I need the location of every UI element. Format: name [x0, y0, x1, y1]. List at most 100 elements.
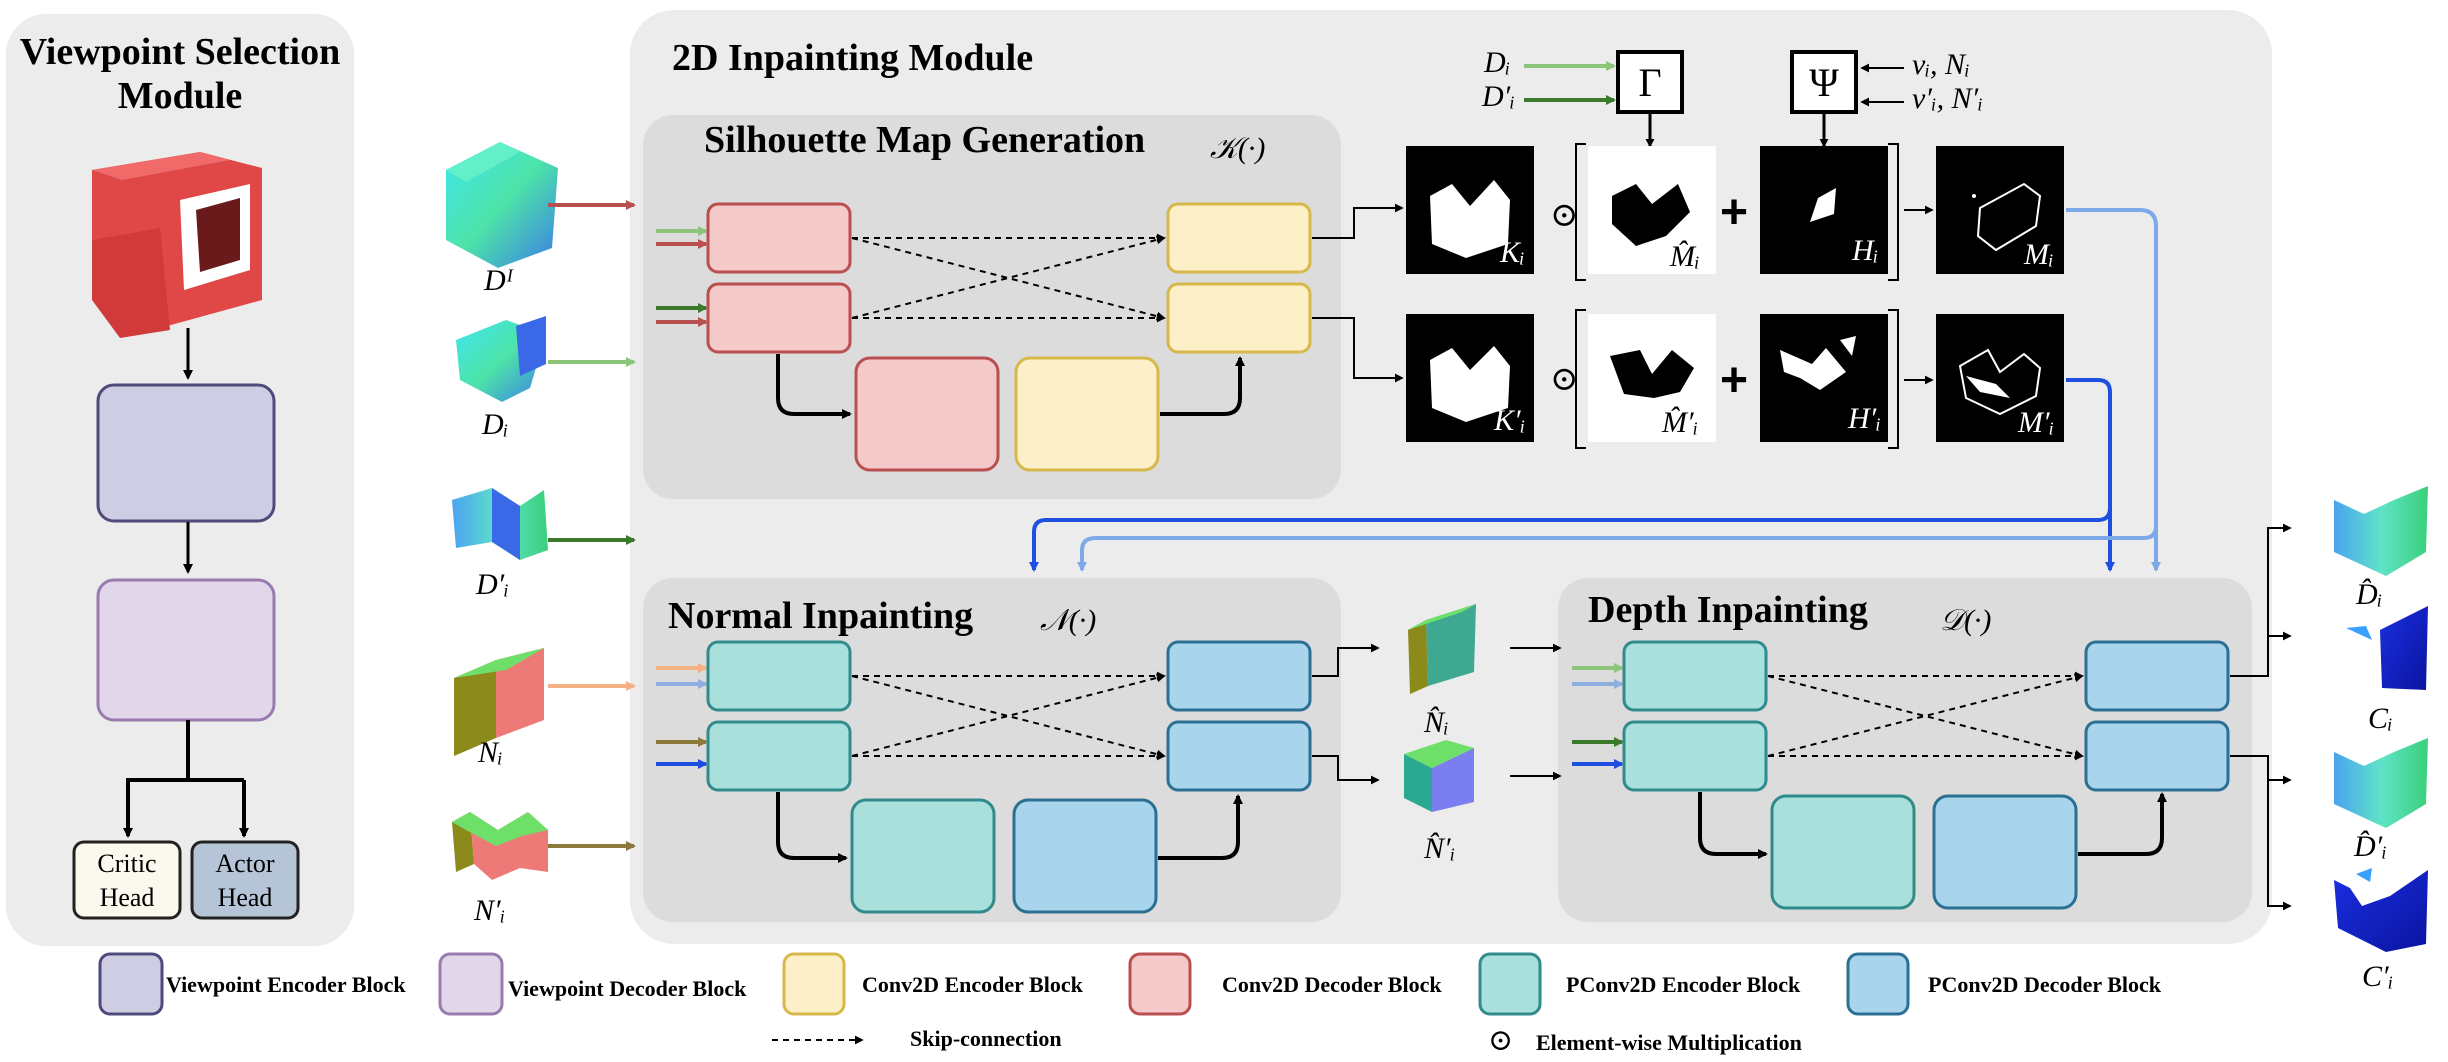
- vp-branch: [126, 720, 244, 782]
- legend-pconv-decoder-label: PConv2D Decoder Block: [1928, 972, 2162, 997]
- psi-input-2: v′ᵢ, N′ᵢ: [1912, 82, 1983, 115]
- sil-decoder-block-3: [854, 356, 1000, 472]
- output-confidence-prime-label: C′ᵢ: [2362, 960, 2393, 993]
- route-m-to-normal: [1077, 525, 2158, 572]
- depth-bottleneck-arrow-out: [2078, 792, 2167, 856]
- bracket-right-1: [1888, 143, 1899, 281]
- map-m-prime-label: M′ᵢ: [2017, 406, 2054, 439]
- norm-pconv-encoder-2: [706, 720, 852, 792]
- psi-symbol: Ψ: [1809, 60, 1839, 105]
- input-normal-i-image: [454, 648, 544, 756]
- legend-vp-encoder-label: Viewpoint Encoder Block: [166, 972, 406, 997]
- bracket-right-2: [1888, 309, 1899, 449]
- depth-skip-connections: [1767, 671, 2084, 761]
- viewpoint-module-title-2: Module: [118, 75, 243, 117]
- legend-vp-decoder-swatch: [438, 952, 504, 1016]
- legend-pconv-encoder-swatch: [1478, 952, 1542, 1016]
- input-depth-full-label: Dᴵ: [483, 264, 514, 297]
- norm-pconv-encoder-1: [706, 640, 852, 712]
- map-h-prime-image: [1760, 314, 1888, 442]
- inpainting-module-title: 2D Inpainting Module: [672, 37, 1033, 79]
- legend-elementwise-label: Element-wise Multiplication: [1536, 1030, 1802, 1055]
- actor-head: Actor Head: [190, 840, 300, 920]
- input-normal-i-label: Nᵢ: [477, 736, 503, 769]
- norm-bottleneck-arrow-in: [776, 792, 848, 863]
- map-m-hat-prime-label: M̂′ᵢ: [1661, 406, 1698, 439]
- norm-out-arrow-1: [1312, 643, 1380, 677]
- sil-out-arrow-1: [1312, 203, 1404, 239]
- sil-skip-connections: [851, 233, 1166, 323]
- output-confidence-image: [2346, 606, 2428, 690]
- route-m-prime-to-normal: [1029, 507, 2112, 572]
- input-depth-i-prime-label: D′ᵢ: [475, 568, 509, 601]
- legend-odot-symbol: ⊙: [1488, 1024, 1513, 1057]
- actor-head-label-1: Actor: [215, 849, 275, 878]
- map-h-label: Hᵢ: [1851, 234, 1878, 267]
- sil-bottleneck-arrow-in: [776, 354, 852, 419]
- normal-func: 𝒩(·): [1040, 604, 1096, 637]
- silhouette-func: 𝒦(·): [1210, 132, 1265, 165]
- sil-encoder-block-2: [1166, 282, 1312, 354]
- critic-head: Critic Head: [72, 840, 182, 920]
- map-m-prime-image: [1936, 314, 2064, 442]
- output-normal-hat-image: [1408, 604, 1476, 694]
- odot-1: ⊙: [1550, 197, 1579, 234]
- map-m-hat-prime-image: [1588, 314, 1716, 442]
- depth-title: Depth Inpainting: [1588, 589, 1868, 631]
- odot-2: ⊙: [1550, 361, 1579, 398]
- sofa-input-image: [92, 152, 262, 338]
- input-depth-i-image: [456, 316, 546, 402]
- depth-out-arrow-3: [2230, 755, 2292, 785]
- legend-vp-decoder-label: Viewpoint Decoder Block: [508, 976, 747, 1001]
- sil-decoder-block-2: [706, 282, 852, 354]
- legend-skip-label: Skip-connection: [910, 1026, 1062, 1051]
- legend-vp-encoder-swatch: [98, 952, 164, 1016]
- actor-head-label-2: Head: [218, 883, 273, 912]
- legend-pconv-decoder-swatch: [1846, 952, 1910, 1016]
- depth-pconv-encoder-1: [1622, 640, 1768, 712]
- depth-pconv-encoder-3: [1770, 794, 1916, 910]
- gamma-input-2: D′ᵢ: [1481, 80, 1515, 113]
- psi-input-1: vᵢ, Nᵢ: [1912, 48, 1970, 81]
- silhouette-title: Silhouette Map Generation: [704, 119, 1145, 161]
- critic-head-label-1: Critic: [97, 849, 156, 878]
- gamma-input-1: Dᵢ: [1483, 46, 1510, 79]
- depth-pconv-decoder-3: [1932, 794, 2078, 910]
- output-depth-hat-image: [2334, 486, 2428, 576]
- output-confidence-label: Cᵢ: [2368, 702, 2393, 735]
- depth-func: 𝒟(·): [1940, 604, 1991, 637]
- input-depth-i-prime-image: [452, 488, 548, 560]
- legend-conv-encoder-swatch: [782, 952, 846, 1016]
- plus-2: +: [1720, 354, 1748, 407]
- output-normal-hat-prime-label: N̂′ᵢ: [1423, 832, 1455, 865]
- map-m-image: [1936, 146, 2064, 274]
- plus-1: +: [1720, 186, 1748, 239]
- route-m-to-depth: [2066, 208, 2161, 572]
- map-k-prime-image: [1406, 314, 1534, 442]
- depth-out-arrow-1: [2230, 523, 2292, 677]
- bracket-left-2: [1575, 309, 1586, 449]
- input-depth-i-label: Dᵢ: [481, 408, 508, 441]
- legend-conv-decoder-swatch: [1128, 952, 1192, 1016]
- bracket-left-1: [1575, 143, 1586, 281]
- viewpoint-decoder-block: [96, 578, 276, 722]
- sil-out-arrow-2: [1312, 317, 1404, 383]
- norm-skip-connections: [851, 671, 1166, 761]
- legend: Viewpoint Encoder Block Viewpoint Decode…: [98, 952, 2162, 1057]
- viewpoint-module-title-1: Viewpoint Selection: [20, 31, 341, 73]
- input-depth-full-image: [446, 142, 558, 268]
- depth-bottleneck-arrow-in: [1698, 792, 1768, 859]
- gamma-symbol: Γ: [1638, 60, 1661, 105]
- input-normal-i-prime-image: [452, 812, 548, 880]
- map-m-hat-image: [1588, 146, 1716, 274]
- map-h-prime-label: H′ᵢ: [1847, 402, 1881, 435]
- norm-pconv-decoder-1: [1166, 640, 1312, 712]
- map-k-image: [1406, 146, 1534, 274]
- legend-conv-decoder-label: Conv2D Decoder Block: [1222, 972, 1442, 997]
- map-k-label: Kᵢ: [1499, 236, 1525, 269]
- legend-conv-encoder-label: Conv2D Encoder Block: [862, 972, 1084, 997]
- viewpoint-encoder-block: [96, 383, 276, 523]
- output-depth-hat-prime-image: [2334, 738, 2428, 828]
- sil-decoder-block-1: [706, 202, 852, 274]
- sil-encoder-block-1: [1166, 202, 1312, 274]
